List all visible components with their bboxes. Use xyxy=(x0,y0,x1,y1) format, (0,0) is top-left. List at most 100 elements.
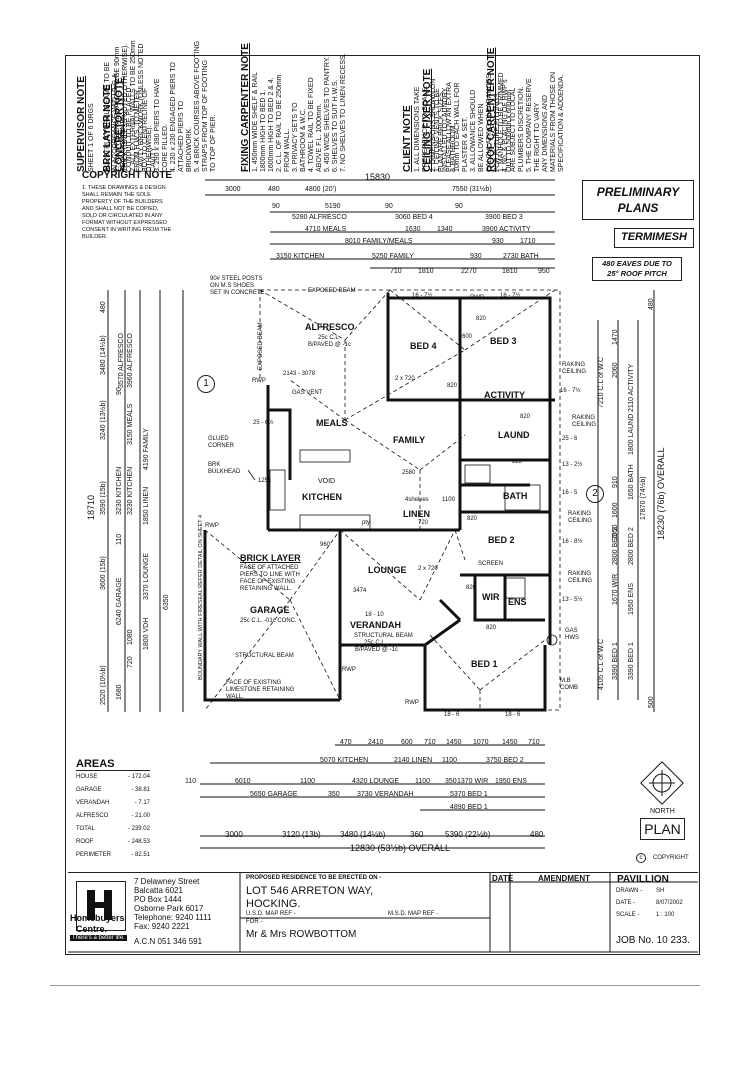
opening-15: 1251 xyxy=(258,478,272,484)
room-alfresco: ALFRESCO xyxy=(305,322,355,332)
raking-ceiling-4a: RAKING xyxy=(568,571,592,577)
dim-right-4: 1670 WIR xyxy=(612,573,619,605)
dim-left-3: 3590 (15b) xyxy=(100,481,107,515)
company-name-2: Centre. xyxy=(76,924,108,934)
glued-corner-1: GLUED xyxy=(208,436,229,442)
exposed-beam-side: EXPOSED BEAM xyxy=(258,322,264,370)
limestone-2: LIMESTONE RETAINING xyxy=(226,687,295,693)
dim-right-19: 500 xyxy=(648,696,655,708)
copyright-mark-label: COPYRIGHT xyxy=(653,855,689,861)
dim-top-r3-0: 5280 ALFRESCO xyxy=(292,214,347,221)
height-code-8: 13 - 5½ xyxy=(562,597,583,603)
dim-bottom-row4-2: 3730 VERANDAH xyxy=(357,791,414,798)
dim-bottom-row2-0: 5070 KITCHEN xyxy=(320,757,369,764)
section-marker-1-label: 1 xyxy=(203,378,209,389)
area-row: ALFRESCO- 21.00 xyxy=(76,813,150,819)
rwp-2: RWP xyxy=(470,295,484,301)
dim-overall-top: 15830 xyxy=(365,172,391,182)
dim-top-r1-0: 3000 xyxy=(225,186,241,193)
eaves-line-1: 480 EAVES DUE TO xyxy=(602,259,672,268)
copyright-line: SHALL REMAIN THE SOLE xyxy=(82,192,151,198)
height-code-1: 16 - 7½ xyxy=(500,293,521,299)
dim-bottom-row4-3: 5370 BED 1 xyxy=(450,791,488,798)
limestone-1: FACE OF EXISTING xyxy=(226,680,282,686)
area-row: ROOF- 248.53 xyxy=(76,839,150,845)
dim-bottom-row1-0: 470 xyxy=(340,739,352,746)
rwp-5: RWP xyxy=(405,700,419,706)
opening-10: 3474 xyxy=(353,588,367,594)
area-value: - 239.02 xyxy=(127,826,150,832)
raking-ceiling-2a: RAKING xyxy=(572,415,596,421)
opening-16: 600 xyxy=(462,334,473,340)
alfresco-sub-2: B/PAVED @ -1c xyxy=(308,342,351,348)
room-wir: WIR xyxy=(482,592,500,602)
dim-left-11: 3230 KITCHEN xyxy=(116,466,123,515)
dim-top-r2-3: 90 xyxy=(455,203,463,210)
opening-6: 820 xyxy=(486,625,497,631)
dim-left-16: 1800 VDH xyxy=(143,617,150,650)
pantry: pty xyxy=(362,520,371,526)
opening-12: 2 x 720 xyxy=(418,566,438,572)
dim-bottom-row6-1: 3120 (13b) xyxy=(282,830,321,839)
termimesh-label: TERMIMESH xyxy=(621,231,687,243)
dim-bottom-row1-7: 710 xyxy=(528,739,540,746)
brick-layer-text-1: FACE OF ATTACHED xyxy=(240,565,299,571)
dim-bottom-row3-2: 1100 xyxy=(300,778,316,785)
dim-left-0: 480 xyxy=(100,301,107,313)
opening-13: 720 xyxy=(418,520,429,526)
section-marker-2: 2 xyxy=(586,485,604,503)
rwp-4: RWP xyxy=(342,667,356,673)
room-bed1: BED 1 xyxy=(471,659,498,669)
opening-5: 820 xyxy=(466,585,477,591)
opening-0: 820 xyxy=(476,316,487,322)
area-label: HOUSE xyxy=(76,774,98,780)
copyright-title: COPYRIGHT NOTE xyxy=(82,170,173,181)
room-activity: ACTIVITY xyxy=(484,390,526,400)
dim-left-7: 3570 ALFRESCO xyxy=(118,333,125,388)
dim-right-9: 18230 (76b) OVERALL xyxy=(656,447,666,540)
copyright-line: PROPERTY OF THE BUILDERS xyxy=(82,199,163,205)
brk-bulkhead-1: BRK xyxy=(208,462,221,468)
dim-right-12: 2060 xyxy=(612,362,619,378)
gas-hws-1: GAS xyxy=(565,628,578,634)
room-kitchen: KITCHEN xyxy=(302,492,342,502)
room-ens: ENS xyxy=(508,597,527,607)
alfresco-sub-1: 25c C.L xyxy=(318,335,339,341)
dim-right-14: 1800 LAUND xyxy=(628,413,635,455)
dim-top-r2-1: 5190 xyxy=(325,203,341,210)
room-linen: LINEN xyxy=(403,509,430,519)
dim-bottom-row2-2: 1100 xyxy=(442,757,458,764)
verandah-sub-1: STRUCTURAL BEAM xyxy=(354,633,413,639)
preliminary-line-1: PRELIMINARY xyxy=(596,185,680,199)
north-label: NORTH xyxy=(650,808,675,815)
design-name: PAVILLION xyxy=(617,874,669,885)
scale-value: 1 : 100 xyxy=(656,912,675,918)
area-label: VERANDAH xyxy=(76,800,110,806)
height-code-9: 18 - 10 xyxy=(365,612,384,618)
dim-bottom-row1-5: 1070 xyxy=(473,739,489,746)
proposed-label: PROPOSED RESIDENCE TO BE ERECTED ON - xyxy=(246,875,382,881)
room-family: FAMILY xyxy=(393,435,426,445)
brk-bulkhead-2: BULKHEAD xyxy=(208,469,241,475)
dim-top-r4-1: 1630 xyxy=(405,226,421,233)
height-code-0: 16 - 7½ xyxy=(412,293,433,299)
dim-bottom-row6-5: 480 xyxy=(530,830,544,839)
suburb: HOCKING. xyxy=(246,898,301,910)
preliminary-stamp: PRELIMINARY PLANS xyxy=(582,180,694,220)
room-laund: LAUND xyxy=(498,430,530,440)
eaves-line-2: 25° ROOF PITCH xyxy=(607,269,667,278)
opening-14: 960 xyxy=(320,542,331,548)
copyright-line: FORMAT WITHOUT EXPRESSED xyxy=(82,220,167,226)
dim-right-0: 480 xyxy=(648,298,655,310)
dim-right-6: 3390 BED 1 xyxy=(612,642,619,680)
raking-ceiling-1a: RAKING xyxy=(562,362,586,368)
drawn-label: DRAWN - xyxy=(616,888,643,894)
room-bath: BATH xyxy=(503,491,528,501)
page-footer-line xyxy=(50,985,700,986)
copyright-line: AND SHALL NOT BE COPIED, xyxy=(82,206,159,212)
scale-label: SCALE - xyxy=(616,912,640,918)
dim-bottom-row6-4: 5390 (22½b) xyxy=(445,830,491,839)
homebuyers-logo xyxy=(76,881,126,931)
dim-bottom-row3-3: 4320 LOUNGE xyxy=(352,778,400,785)
